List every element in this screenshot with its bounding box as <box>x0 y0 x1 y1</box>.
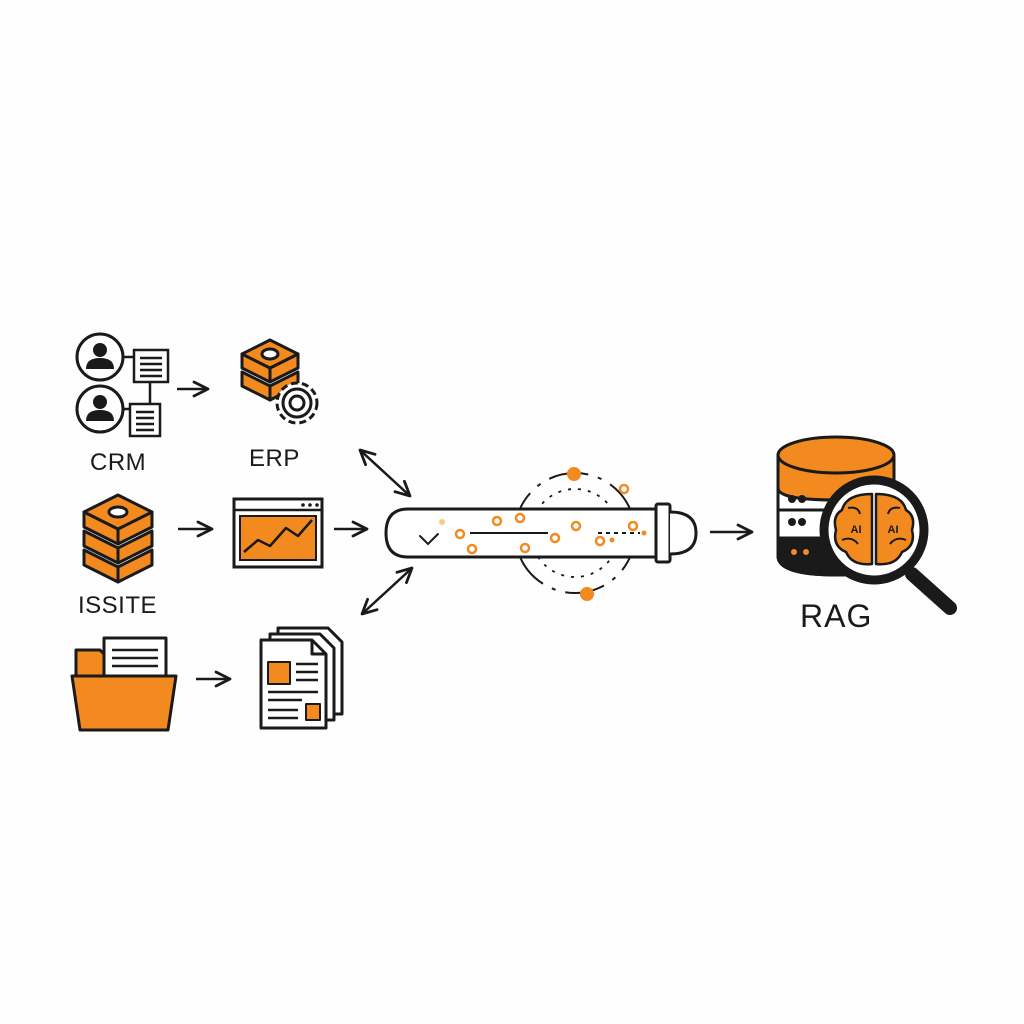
ai-left-label: AI <box>851 524 862 536</box>
ai-right-label: AI <box>888 524 899 536</box>
arrow-documents-pipeline <box>360 566 414 616</box>
rag-label: RAG <box>800 598 873 634</box>
issite-label: ISSITE <box>78 592 158 619</box>
server-stack-icon <box>82 493 154 584</box>
arrow-erp-pipeline <box>358 448 412 498</box>
data-pipeline-tube-icon <box>384 467 698 601</box>
crm-document-icon <box>128 402 162 438</box>
crm-document-icon <box>132 348 170 384</box>
crm-icon <box>75 332 170 438</box>
crm-label: CRM <box>90 449 147 476</box>
magnifier-brain-icon: AI AI <box>819 475 957 615</box>
analytics-window-icon <box>232 497 324 569</box>
erp-label: ERP <box>249 445 300 472</box>
document-stack-icon <box>259 626 344 730</box>
crm-user-icon <box>75 332 125 382</box>
folder-icon <box>70 636 178 732</box>
erp-server-gear-icon <box>240 338 319 425</box>
crm-user-icon <box>75 384 125 434</box>
